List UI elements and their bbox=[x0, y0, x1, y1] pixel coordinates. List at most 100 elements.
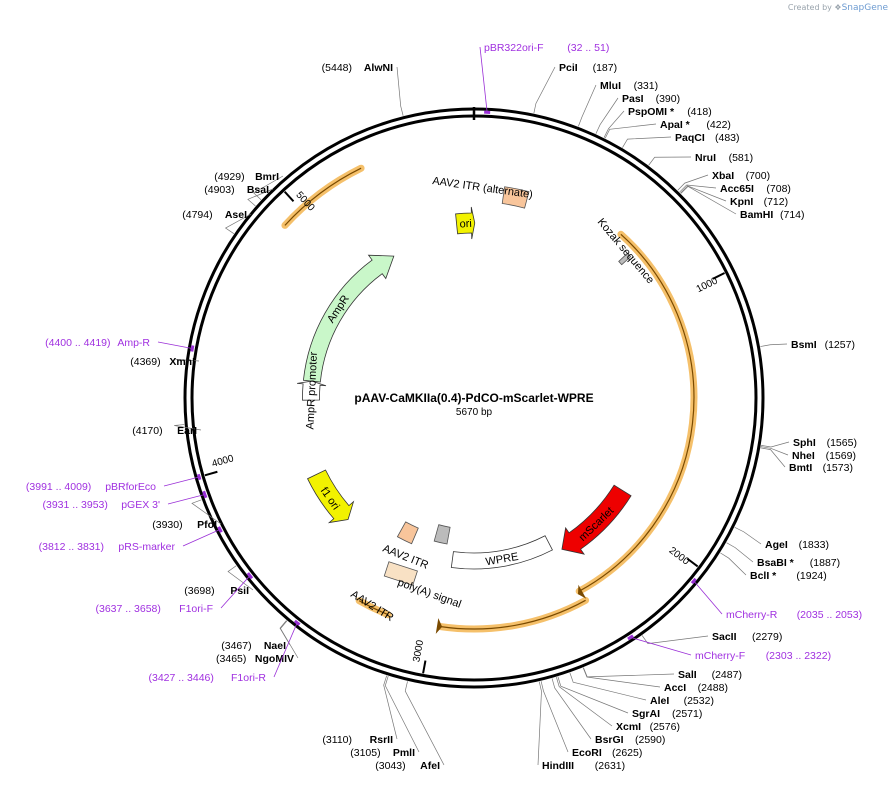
kozak-box[interactable] bbox=[618, 252, 632, 266]
site-position: (2488) bbox=[698, 682, 728, 694]
site-pasi[interactable]: PasI(390) bbox=[622, 93, 680, 105]
tick-label-3000: 3000 bbox=[411, 639, 426, 663]
poly-a-signal-box[interactable] bbox=[433, 524, 451, 545]
site-nrui[interactable]: NruI(581) bbox=[695, 152, 753, 164]
site-naei[interactable]: NaeI(3467) bbox=[221, 640, 286, 652]
site-pspomi[interactable]: PspOMI *(418) bbox=[628, 106, 712, 118]
leader-eari bbox=[174, 424, 202, 431]
primer-pbrforeco[interactable]: pBRforEco(3991 .. 4009) bbox=[26, 481, 156, 493]
primer-leader-pbr322orif bbox=[479, 46, 488, 113]
site-bcli[interactable]: BclI *(1924) bbox=[750, 570, 827, 582]
site-name: PfoI bbox=[197, 519, 217, 531]
site-hindiii[interactable]: HindIII(2631) bbox=[542, 760, 625, 772]
credit-brand: SnapGene bbox=[841, 3, 888, 13]
site-eari[interactable]: EarI(4170) bbox=[132, 425, 197, 437]
ori-arrow[interactable] bbox=[455, 206, 476, 240]
site-xmni[interactable]: XmnI(4369) bbox=[130, 356, 195, 368]
site-sali[interactable]: SalI(2487) bbox=[678, 669, 742, 681]
tick-label-4000: 4000 bbox=[211, 453, 236, 470]
ampr-promoter-arrow[interactable] bbox=[297, 380, 327, 401]
primer-ampr[interactable]: Amp-R (4400 .. 4419) bbox=[45, 337, 150, 349]
leader-paqci bbox=[622, 136, 672, 148]
site-position: (4369) bbox=[130, 356, 160, 368]
primer-f1orif[interactable]: F1ori-F(3637 .. 3658) bbox=[96, 603, 213, 615]
site-alwni[interactable]: AlwNI(5448) bbox=[322, 62, 393, 74]
aav2-itr-alternate-box[interactable] bbox=[501, 186, 530, 209]
site-kpni[interactable]: KpnI(712) bbox=[730, 196, 788, 208]
primer-pgex3[interactable]: pGEX 3'(3931 .. 3953) bbox=[43, 499, 160, 511]
primer-mcherryf[interactable]: mCherry-F(2303 .. 2322) bbox=[695, 650, 831, 662]
site-bsabi[interactable]: BsaBI *(1887) bbox=[757, 557, 840, 569]
site-ecori[interactable]: EcoRI(2625) bbox=[572, 747, 642, 759]
site-pmli[interactable]: PmlI(3105) bbox=[350, 747, 415, 759]
site-paqci[interactable]: PaqCI(483) bbox=[675, 132, 740, 144]
site-bmti[interactable]: BmtI(1573) bbox=[789, 462, 853, 474]
site-ngomiv[interactable]: NgoMIV(3465) bbox=[216, 653, 294, 665]
site-alei[interactable]: AleI(2532) bbox=[650, 695, 714, 707]
site-position: (331) bbox=[634, 80, 659, 92]
site-position: (700) bbox=[746, 170, 771, 182]
site-apai[interactable]: ApaI *(422) bbox=[660, 119, 731, 131]
leader-xbai bbox=[677, 174, 709, 191]
tick-mark-3000 bbox=[422, 660, 427, 674]
primer-pbr322orif[interactable]: pBR322ori-F(32 .. 51) bbox=[484, 42, 609, 54]
site-bsrgi[interactable]: BsrGI(2590) bbox=[595, 734, 665, 746]
primer-prsmarker[interactable]: pRS-marker(3812 .. 3831) bbox=[39, 541, 176, 553]
primer-f1orir[interactable]: F1ori-R(3427 .. 3446) bbox=[149, 672, 267, 684]
site-bmri[interactable]: BmrI(4929) bbox=[214, 171, 279, 183]
mscarlet-arrow[interactable] bbox=[561, 484, 632, 555]
site-acci[interactable]: AccI(2488) bbox=[664, 682, 728, 694]
site-name: BsaBI * bbox=[757, 557, 795, 569]
site-sgrai[interactable]: SgrAI(2571) bbox=[632, 708, 702, 720]
primer-name: Amp-R bbox=[117, 337, 150, 349]
site-sphi[interactable]: SphI(1565) bbox=[793, 437, 857, 449]
site-bsai[interactable]: BsaI(4903) bbox=[204, 184, 269, 196]
site-afei[interactable]: AfeI(3043) bbox=[375, 760, 440, 772]
site-name: PaqCI bbox=[675, 132, 705, 144]
leader-pfoi bbox=[191, 499, 222, 525]
leader-mlui bbox=[578, 84, 597, 127]
site-xcmi[interactable]: XcmI(2576) bbox=[616, 721, 680, 733]
site-name: AfeI bbox=[420, 760, 440, 772]
site-bamhi[interactable]: BamHI(714) bbox=[740, 209, 805, 221]
aav2-itr-box-upper[interactable] bbox=[383, 561, 418, 586]
primer-mark-pbrforeco bbox=[196, 473, 202, 481]
primer-range: (3991 .. 4009) bbox=[26, 481, 91, 493]
site-position: (4794) bbox=[182, 209, 212, 221]
ampr-arrow[interactable] bbox=[302, 254, 395, 383]
site-acc65i[interactable]: Acc65I(708) bbox=[720, 183, 791, 195]
primer-name: pGEX 3' bbox=[121, 499, 160, 511]
kozak-label: Kozak sequence bbox=[595, 216, 656, 286]
primer-range: (3812 .. 3831) bbox=[39, 541, 104, 553]
site-pfoi[interactable]: PfoI(3930) bbox=[152, 519, 217, 531]
site-psii[interactable]: PsiI(3698) bbox=[184, 585, 249, 597]
orange-bands bbox=[281, 164, 698, 634]
site-pcii[interactable]: PciI(187) bbox=[559, 62, 617, 74]
orange-band-line-1 bbox=[284, 167, 362, 226]
aav2-itr-inner-box[interactable] bbox=[396, 521, 419, 545]
site-mlui[interactable]: MluI(331) bbox=[600, 80, 658, 92]
site-position: (2625) bbox=[612, 747, 642, 759]
site-sacii[interactable]: SacII(2279) bbox=[712, 631, 782, 643]
wpre-arrow[interactable] bbox=[450, 535, 553, 570]
primer-leader-mcherryf bbox=[630, 636, 692, 656]
site-name: HindIII bbox=[542, 760, 574, 772]
leader-kpni bbox=[680, 185, 727, 202]
primer-labels[interactable]: pBR322ori-F(32 .. 51) mCherry-R(2035 .. 2… bbox=[26, 42, 862, 684]
primer-range: (4400 .. 4419) bbox=[45, 337, 110, 349]
site-asei[interactable]: AseI(4794) bbox=[182, 209, 247, 221]
plasmid-size: 5670 bp bbox=[456, 407, 493, 418]
restriction-sites[interactable]: AlwNI(5448)PciI(187)MluI(331)PasI(390)Ps… bbox=[130, 62, 857, 772]
f1-ori-arrow[interactable] bbox=[307, 469, 355, 524]
site-nhei[interactable]: NheI(1569) bbox=[792, 450, 856, 462]
site-bsmi[interactable]: BsmI(1257) bbox=[791, 339, 855, 351]
site-agei[interactable]: AgeI(1833) bbox=[765, 539, 829, 551]
site-xbai[interactable]: XbaI(700) bbox=[712, 170, 770, 182]
wpre-label: WPRE bbox=[485, 551, 520, 568]
site-rsrii[interactable]: RsrII(3110) bbox=[322, 734, 393, 746]
site-name: BclI * bbox=[750, 570, 777, 582]
leader-sphi bbox=[761, 441, 790, 448]
primer-mcherryr[interactable]: mCherry-R(2035 .. 2053) bbox=[726, 609, 862, 621]
